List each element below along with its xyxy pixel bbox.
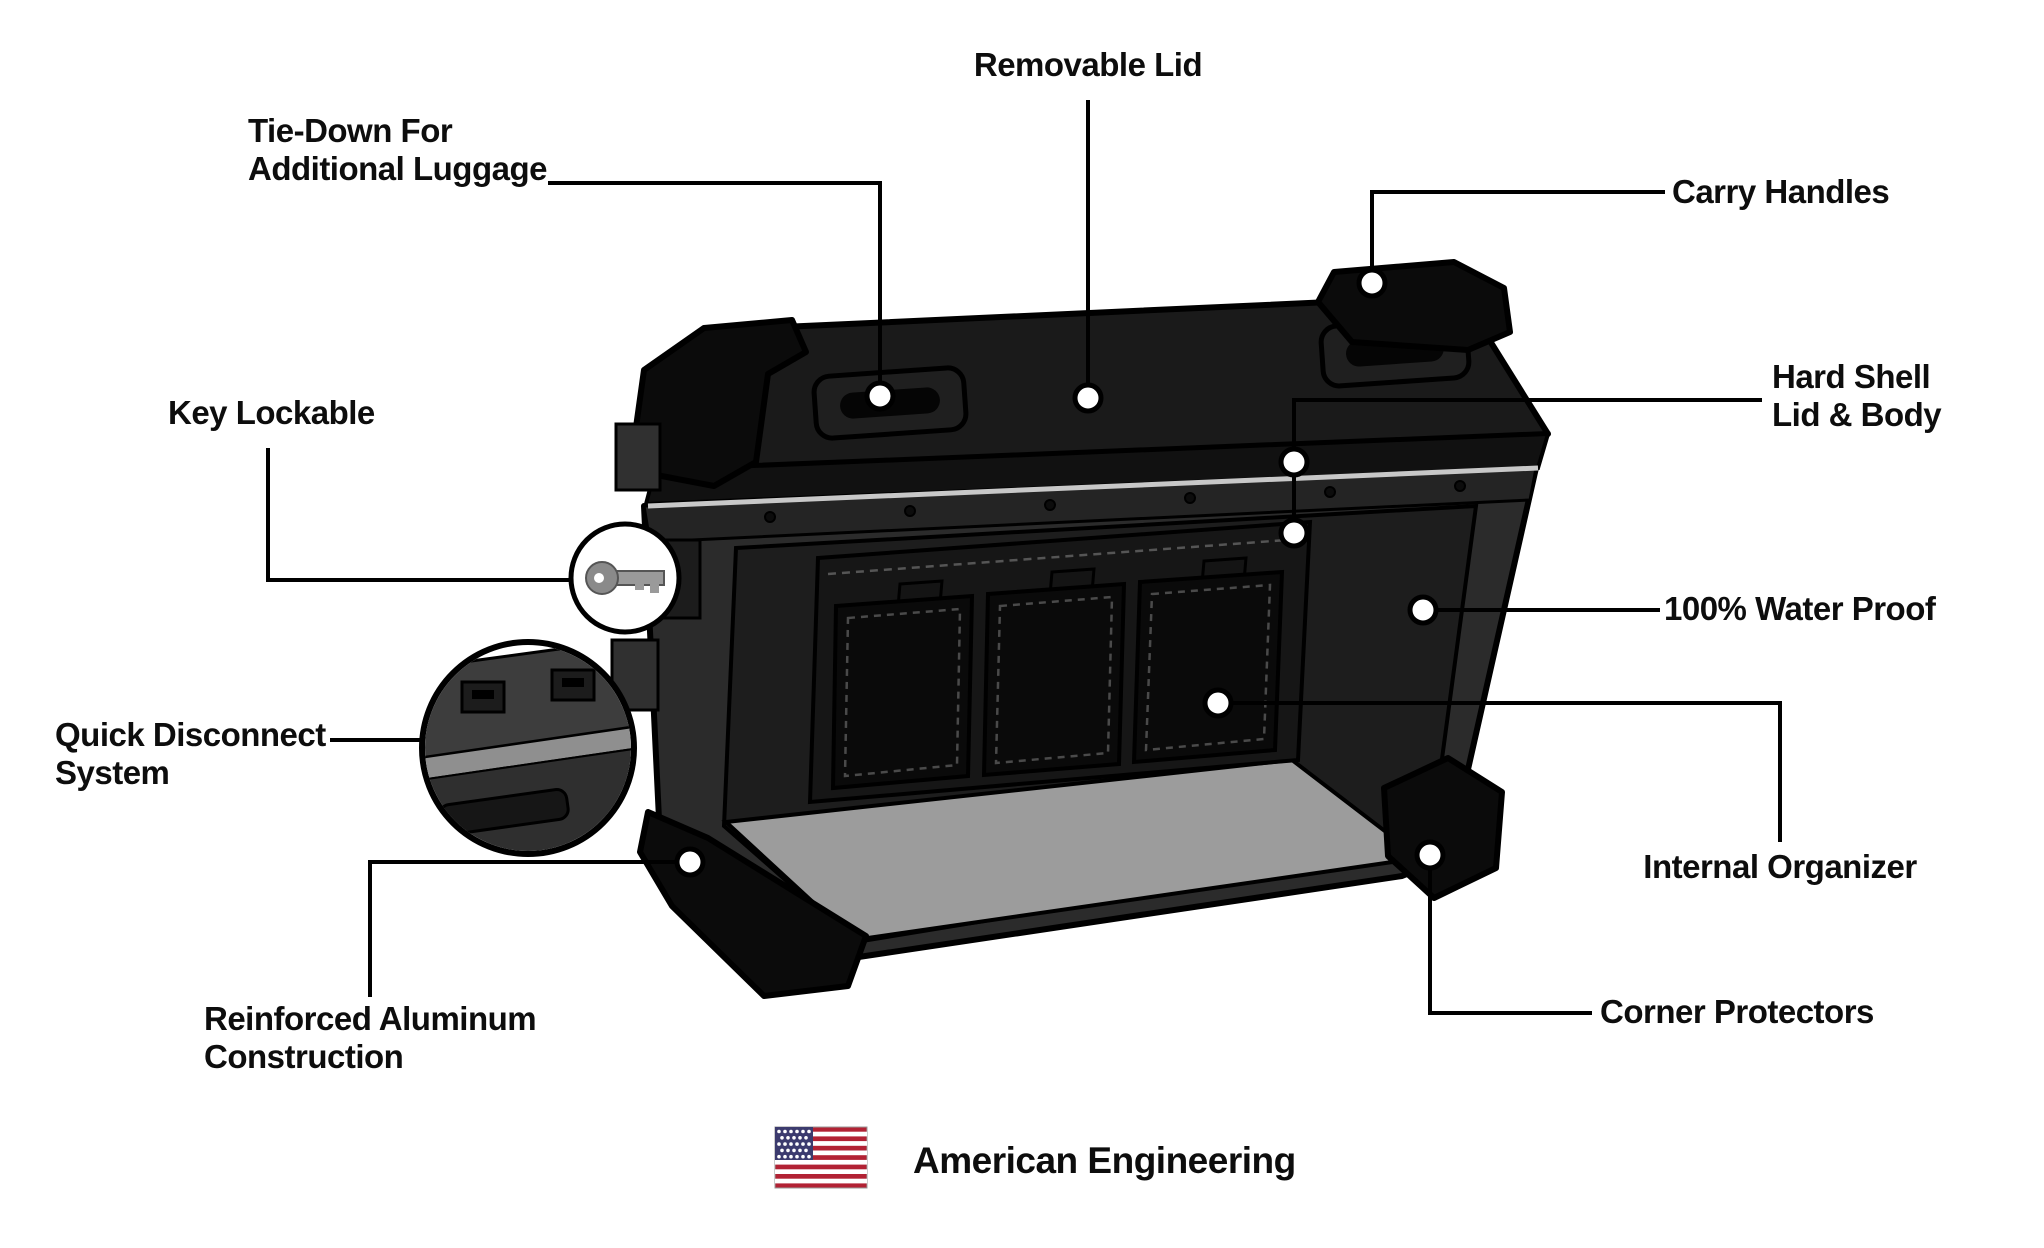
key-lock-detail: [568, 521, 682, 635]
callout-line-corner-protectors: [1428, 869, 1592, 1015]
label-internal-organizer: Internal Organizer: [1643, 848, 1917, 885]
label-key-lockable: Key Lockable: [168, 394, 375, 431]
label-carry-handles: Carry Handles: [1672, 173, 1890, 210]
pocket: [1131, 569, 1285, 765]
label-removable-lid: Removable Lid: [973, 46, 1203, 83]
callout-line-tie-down: [548, 181, 882, 382]
label-reinforced-aluminum: Reinforced Aluminum Construction: [204, 1000, 537, 1075]
callout-markers: [674, 267, 1446, 878]
pocket-stitching: [843, 583, 1272, 778]
callout-line-reinforced: [368, 860, 676, 997]
callout-line-internal-organizer: [1232, 701, 1782, 842]
label-hard-shell: Hard Shell Lid & Body: [1772, 358, 1942, 433]
pocket: [981, 581, 1127, 778]
callout-line-key-lockable: [266, 448, 570, 582]
corner-protector-bottom-right: [1381, 755, 1505, 901]
callout-lines: [266, 100, 1782, 1015]
flag-stars: [777, 1129, 811, 1159]
us-flag-icon: [774, 1126, 868, 1189]
rivets: [764, 480, 1466, 523]
panel-stitch-line: [827, 537, 1301, 576]
marker-hard-shell-body: [1278, 517, 1310, 549]
marker-internal-organizer: [1202, 687, 1234, 719]
marker-removable-lid: [1072, 382, 1104, 414]
pocket: [830, 593, 975, 791]
label-corner-protectors: Corner Protectors: [1600, 993, 1874, 1030]
rim-highlight: [647, 465, 1539, 509]
label-tie-down: Tie-Down For Additional Luggage: [248, 112, 547, 187]
corner-protector-top-left: [627, 317, 809, 489]
marker-water-proof: [1407, 594, 1439, 626]
pannier-illustration: [610, 259, 1551, 999]
key-icon: [585, 561, 665, 595]
marker-corner-protectors: [1414, 839, 1446, 871]
marker-hard-shell-lid: [1278, 446, 1310, 478]
marker-reinforced: [674, 846, 706, 878]
label-american-engineering: American Engineering: [913, 1140, 1296, 1181]
marker-carry-handles: [1356, 267, 1388, 299]
marker-tie-down: [864, 380, 896, 412]
label-quick-disconnect: Quick Disconnect System: [55, 716, 326, 791]
label-water-proof: 100% Water Proof: [1664, 590, 1936, 627]
corner-protector-top-right: [1315, 259, 1513, 353]
quick-disconnect-detail: [419, 639, 637, 857]
organizer-pockets: [830, 556, 1285, 791]
flag-canton: [775, 1127, 813, 1160]
callout-line-carry-handles: [1370, 190, 1665, 269]
callout-line-hard-shell: [1292, 398, 1762, 448]
flag-stripes: [775, 1131, 867, 1184]
quick-disconnect-detail-icon: [425, 645, 631, 851]
